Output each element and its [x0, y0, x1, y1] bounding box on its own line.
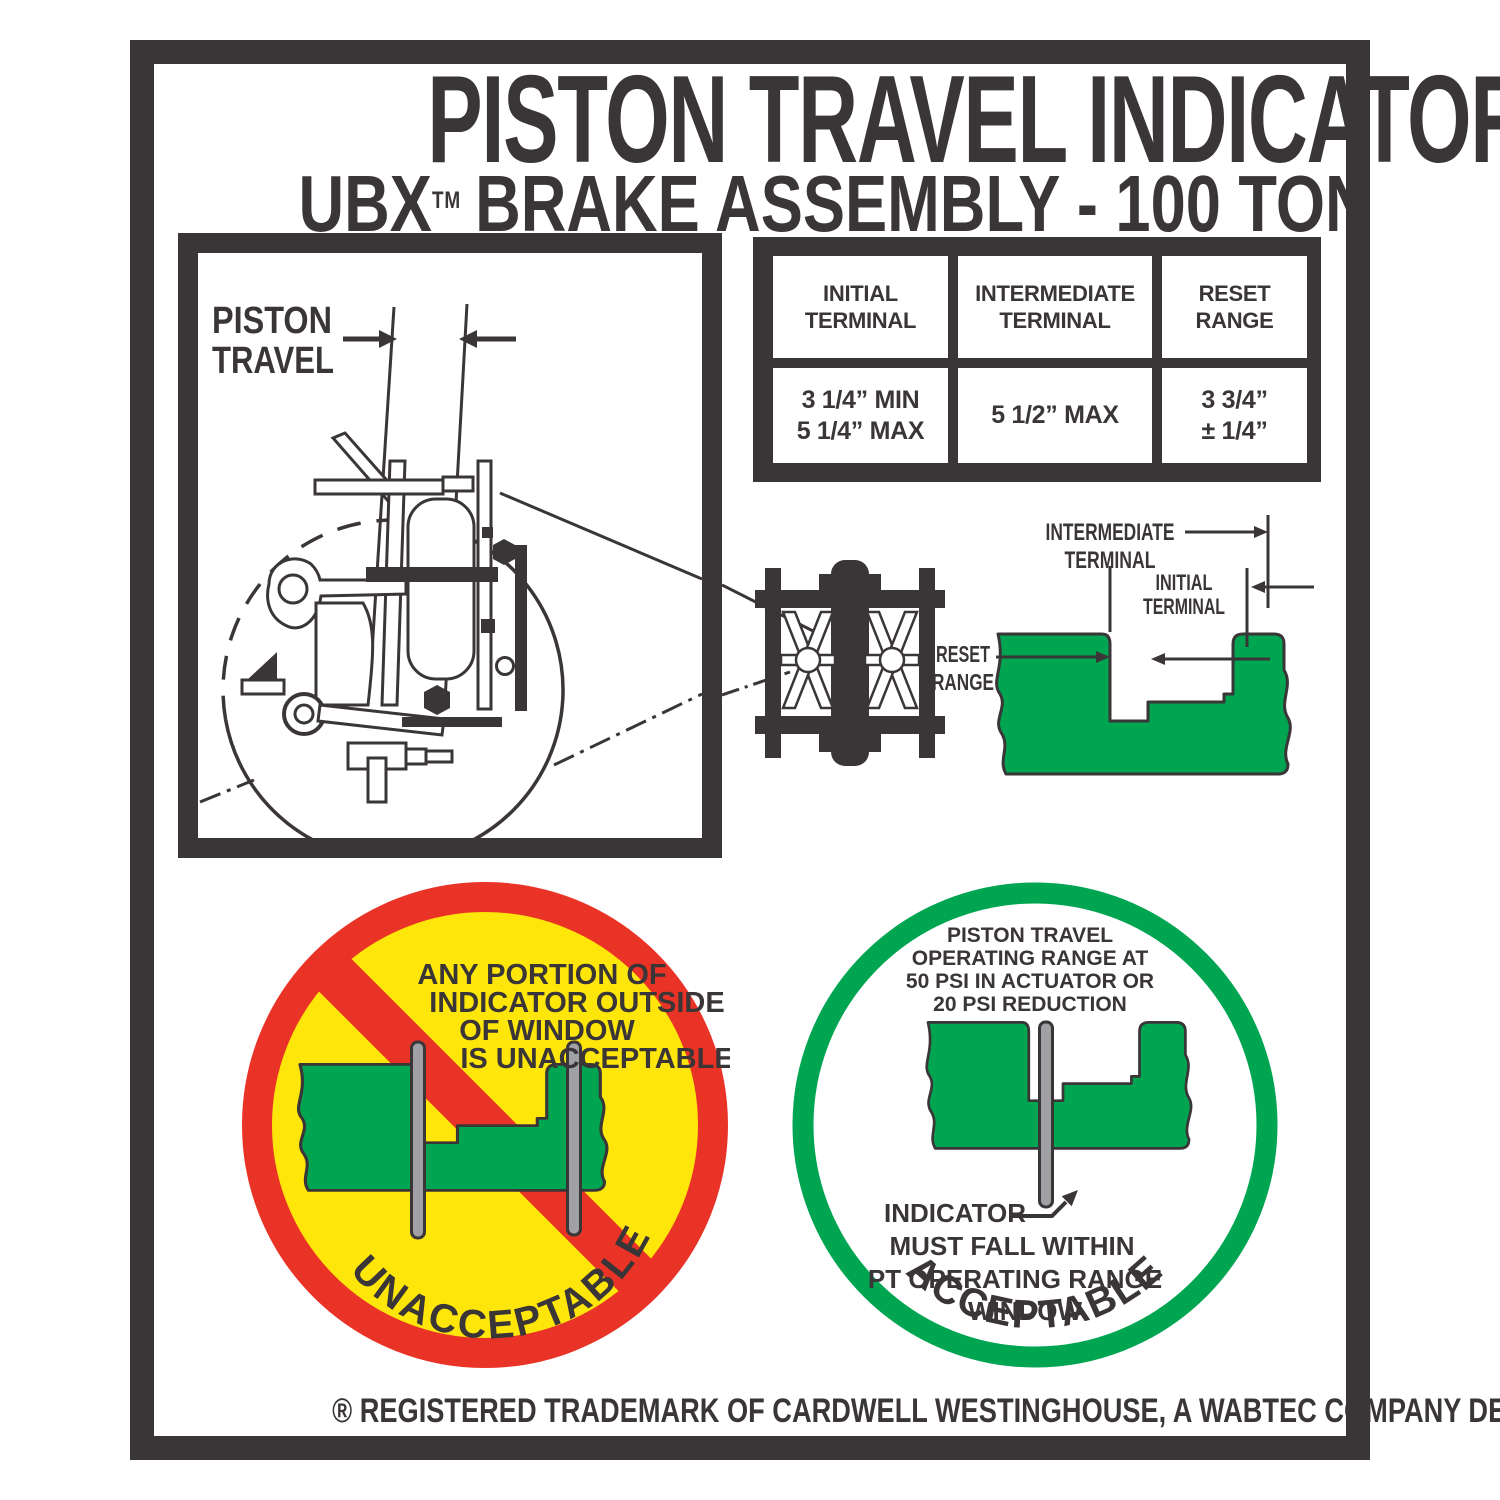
arrow-left-icon: [459, 330, 477, 348]
indicator-pin-icon: [566, 1040, 582, 1237]
trademark-symbol: TM: [431, 187, 461, 215]
svg-text:PISTON TRAVEL: PISTON TRAVEL: [947, 924, 1113, 947]
prohibition-ring-icon: [242, 882, 728, 1368]
svg-text:MUST FALL WITHIN: MUST FALL WITHIN: [889, 1231, 1134, 1261]
range-figure: RESET RANGE INTERMEDIATE TERMINAL INITIA…: [722, 480, 1344, 830]
svg-text:20 PSI REDUCTION: 20 PSI REDUCTION: [933, 993, 1127, 1016]
svg-text:INDICATOR: INDICATOR: [884, 1198, 1026, 1228]
spec-table: INITIAL TERMINAL INTERMEDIATE TERMINAL R…: [753, 237, 1321, 482]
spec-header-intermediate: INTERMEDIATE TERMINAL: [958, 256, 1152, 358]
initial-terminal-label-2: TERMINAL: [1143, 594, 1225, 619]
svg-text:TRAVEL: TRAVEL: [212, 340, 334, 382]
dimension-marks: [996, 515, 1314, 665]
svg-text:50 PSI IN ACTUATOR OR: 50 PSI IN ACTUATOR OR: [906, 970, 1154, 993]
svg-text:PT OPERATING RANGE: PT OPERATING RANGE: [868, 1264, 1162, 1294]
piston-travel-label: PISTON TRAVEL: [212, 300, 334, 382]
svg-text:WINDOW: WINDOW: [968, 1296, 1083, 1326]
footer-text: ® REGISTERED TRADEMARK OF CARDWELL WESTI…: [332, 1392, 1500, 1430]
arrow-right-icon: [379, 330, 397, 348]
indicator-pin-icon: [410, 1040, 426, 1240]
subtitle-brand: UBX: [298, 159, 432, 248]
arrow-up-right-icon: [1061, 1190, 1078, 1207]
piston-travel-drawing: PISTON TRAVEL: [199, 300, 702, 838]
reset-range-label-1: RESET: [936, 641, 990, 667]
unacceptable-badge-art: ANY PORTION OF INDICATOR OUTSIDE OF WIND…: [242, 882, 730, 1368]
reset-range-label-2: RANGE: [932, 669, 994, 695]
svg-text:PISTON: PISTON: [212, 300, 332, 342]
spec-value-initial: 3 1/4” MIN 5 1/4” MAX: [773, 368, 948, 463]
spec-value-intermediate: 5 1/2” MAX: [958, 368, 1152, 463]
piston-travel-figure: PISTON TRAVEL: [178, 233, 722, 858]
acceptable-badge-art: PISTON TRAVEL OPERATING RANGE AT 50 PSI …: [792, 882, 1278, 1368]
subtitle-rest: BRAKE ASSEMBLY - 100 TON: [475, 159, 1371, 248]
page-title-text: PISTON TRAVEL INDICATOR: [427, 51, 1500, 189]
unacceptable-badge: ANY PORTION OF INDICATOR OUTSIDE OF WIND…: [240, 880, 730, 1370]
page-title: PISTON TRAVEL INDICATOR: [156, 58, 1500, 182]
svg-text:INDICATOR OUTSIDE: INDICATOR OUTSIDE: [429, 987, 724, 1019]
initial-terminal-label-1: INITIAL: [1156, 570, 1213, 595]
window-profile: [995, 632, 1292, 776]
svg-text:OF WINDOW: OF WINDOW: [459, 1015, 635, 1047]
range-figure-drawing: RESET RANGE INTERMEDIATE TERMINAL INITIA…: [722, 515, 1314, 776]
indicator-pointer: [1012, 1190, 1078, 1218]
brake-assembly-icon: [755, 560, 945, 766]
acceptable-badge: PISTON TRAVEL OPERATING RANGE AT 50 PSI …: [790, 880, 1280, 1370]
spec-header-initial: INITIAL TERMINAL: [773, 256, 948, 358]
spec-header-reset: RESET RANGE: [1162, 256, 1307, 358]
svg-text:OPERATING RANGE AT: OPERATING RANGE AT: [912, 947, 1149, 970]
indicator-note-text: INDICATOR MUST FALL WITHIN PT OPERATING …: [868, 1198, 1162, 1326]
indicator-pins-outside-window: [410, 1040, 582, 1240]
warning-text: ANY PORTION OF INDICATOR OUTSIDE OF WIND…: [417, 959, 730, 1075]
svg-text:ANY PORTION OF: ANY PORTION OF: [417, 959, 666, 991]
operating-range-text: PISTON TRAVEL OPERATING RANGE AT 50 PSI …: [906, 924, 1154, 1016]
spec-value-reset: 3 3/4” ± 1/4”: [1162, 368, 1307, 463]
intermediate-terminal-label-1: INTERMEDIATE: [1046, 519, 1175, 546]
brake-detail-art: [240, 431, 527, 804]
indicator-pin-icon: [1038, 1020, 1054, 1209]
zoom-cone-lines: [199, 491, 702, 804]
svg-text:IS UNACCEPTABLE: IS UNACCEPTABLE: [460, 1043, 730, 1075]
